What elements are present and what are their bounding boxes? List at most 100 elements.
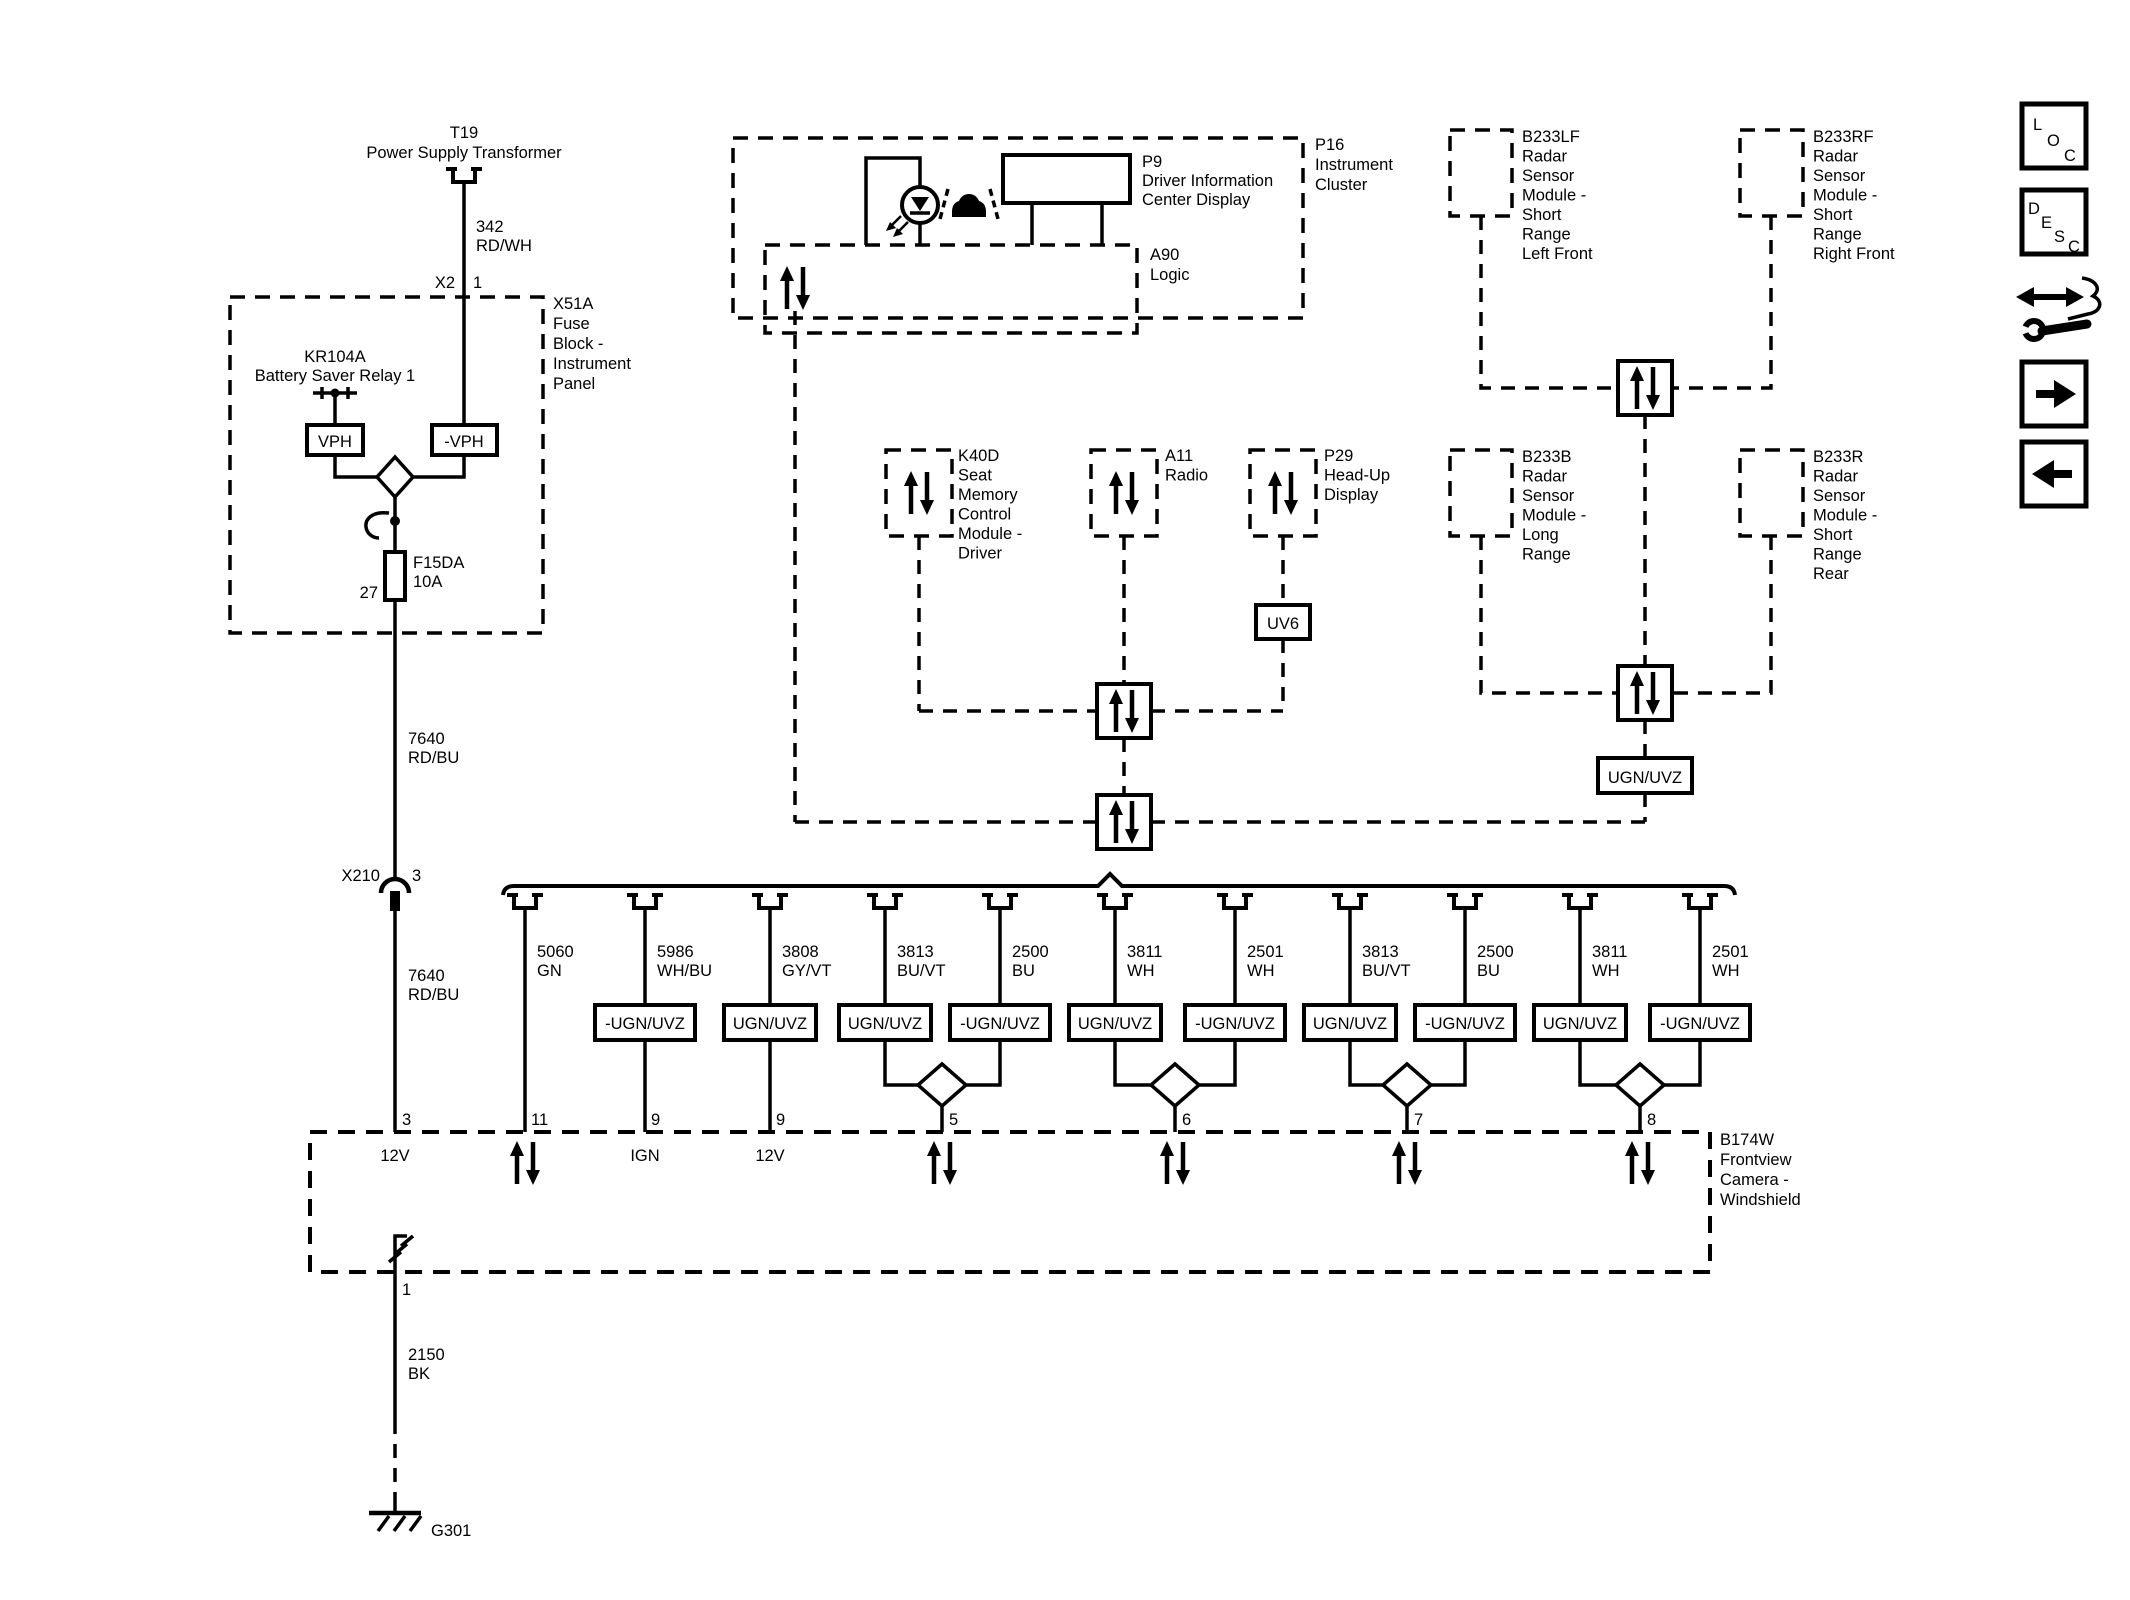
- fuse-rating: 10A: [413, 573, 442, 591]
- wire-circuit: 3811: [1127, 943, 1162, 961]
- signal-tag: -UGN/UVZ: [1660, 1015, 1740, 1033]
- b233rf-dashed-box: [1738, 128, 1805, 218]
- signal-tag-box: [722, 1003, 818, 1042]
- wire-color: BU/VT: [897, 962, 946, 980]
- vph-join-wires: [333, 455, 466, 479]
- back-button[interactable]: [2019, 439, 2089, 509]
- radar-junction-2: [1616, 664, 1674, 722]
- forward-button[interactable]: [2019, 359, 2089, 429]
- pin-3: 3: [402, 1111, 411, 1129]
- x210-label: X210: [341, 867, 380, 885]
- signal-tag-box: [1413, 1003, 1517, 1042]
- wire-color: GN: [537, 962, 562, 980]
- t19-id: T19: [450, 124, 478, 142]
- led-indicator-icon: [886, 185, 940, 237]
- fuse-id: F15DA: [413, 554, 464, 572]
- terminal-icon: [625, 893, 665, 910]
- a90-dashed-box: [763, 243, 1139, 335]
- signal-tag-box: [837, 1003, 933, 1042]
- signal-tag: UGN/UVZ: [1313, 1015, 1387, 1033]
- rear-radar-serial-lines: [1479, 536, 1773, 695]
- p9-legs: [1030, 203, 1104, 245]
- serial-junction-1: [1095, 682, 1153, 740]
- signal-tag-box: [1648, 1003, 1752, 1042]
- desc-button[interactable]: D E S C: [2019, 187, 2089, 257]
- wire-circuit: 3811: [1592, 943, 1627, 961]
- x210-arc-icon: [378, 876, 412, 894]
- pin-9b: 9: [776, 1111, 785, 1129]
- wiring-schematic-nav-icon[interactable]: [2016, 276, 2102, 342]
- wire-7640b-circuit: 7640: [408, 967, 445, 985]
- wire-7640b-color: RD/BU: [408, 986, 459, 1004]
- kr104a-id: KR104A: [304, 348, 365, 366]
- serial-data-network: [793, 311, 1645, 851]
- wire-color: GY/VT: [782, 962, 832, 980]
- wire-342-color: RD/WH: [476, 237, 532, 255]
- power-supply-circuit: T19 Power Supply Transformer 342 RD/WH X…: [228, 124, 631, 1132]
- serial-data-arrows-icon: [780, 266, 810, 310]
- loc-letter: O: [2047, 132, 2060, 150]
- signal-tag: UGN/UVZ: [733, 1015, 807, 1033]
- wire-circuit: 3808: [782, 943, 819, 961]
- signal-tag: -UGN/UVZ: [605, 1015, 685, 1033]
- serial-data-arrows-icon: [1392, 1141, 1422, 1185]
- wire-color: BU: [1012, 962, 1035, 980]
- serial-data-arrows-icon: [927, 1141, 957, 1185]
- ugn-uvz-bus-tag: UGN/UVZ: [1608, 769, 1682, 787]
- k40d-dashed-box: [884, 448, 954, 538]
- radar-junction-1: [1616, 359, 1674, 417]
- camera-wire-pair-pin7: 3813 BU/VT UGN/UVZ 2500 BU -UGN/UVZ: [1302, 893, 1517, 1132]
- terminal-icon: [1680, 893, 1720, 910]
- pin-6: 6: [1182, 1111, 1191, 1129]
- serial-junction-2: [1095, 793, 1153, 851]
- harness-brace: [501, 871, 1737, 896]
- signal-tag: -UGN/UVZ: [1425, 1015, 1505, 1033]
- desc-letter: E: [2041, 214, 2052, 232]
- signal-tag-box: [1532, 1003, 1628, 1042]
- a11-dashed-box: [1089, 448, 1159, 538]
- pin-8: 8: [1647, 1111, 1656, 1129]
- wire-7640a-color: RD/BU: [408, 749, 459, 767]
- serial-bus-1: [919, 639, 1285, 713]
- pin-1: 1: [402, 1281, 411, 1299]
- p9-display-box: [1001, 153, 1132, 205]
- fuse-f15da-icon: [383, 550, 407, 602]
- wire-circuit: 2500: [1477, 943, 1514, 961]
- relay-contact-icon: [313, 387, 357, 425]
- camera-wire-pair-pin8: 3811 WH UGN/UVZ 2501 WH -UGN/UVZ: [1532, 893, 1752, 1132]
- wire-circuit: 2500: [1012, 943, 1049, 961]
- camera-wire-pair-pin6: 3811 WH UGN/UVZ 2501 WH -UGN/UVZ: [1067, 893, 1287, 1132]
- loc-button[interactable]: L O C: [2019, 101, 2089, 171]
- signal-tag-box: [1067, 1003, 1163, 1042]
- signal-tag: UGN/UVZ: [848, 1015, 922, 1033]
- signal-tag: UGN/UVZ: [1543, 1015, 1617, 1033]
- signal-tag: -UGN/UVZ: [1195, 1015, 1275, 1033]
- uv6-label: UV6: [1267, 615, 1299, 633]
- pin9b-function: 12V: [755, 1147, 784, 1165]
- x210-connector: X210 3: [341, 867, 421, 911]
- wire-circuit: 3813: [897, 943, 934, 961]
- t19-name: Power Supply Transformer: [366, 144, 562, 162]
- pin-5: 5: [949, 1111, 958, 1129]
- right-arrow-icon: [2054, 380, 2076, 408]
- ground-circuit: 1 2150 BK G301: [369, 1272, 471, 1540]
- g301-label: G301: [431, 1522, 471, 1540]
- camera-wire-pair-pin5: 3813 BU/VT UGN/UVZ 2500 BU -UGN/UVZ: [837, 893, 1052, 1132]
- wire-color: WH: [1712, 962, 1740, 980]
- wire-2150-color: BK: [408, 1365, 430, 1383]
- wire-2150-circuit: 2150: [408, 1346, 445, 1364]
- desc-letter: D: [2028, 200, 2040, 218]
- terminal-icon: [1560, 893, 1600, 910]
- signal-tag-box: [1302, 1003, 1398, 1042]
- serial-data-arrows-icon: [904, 471, 934, 515]
- wire-color: BU: [1477, 962, 1500, 980]
